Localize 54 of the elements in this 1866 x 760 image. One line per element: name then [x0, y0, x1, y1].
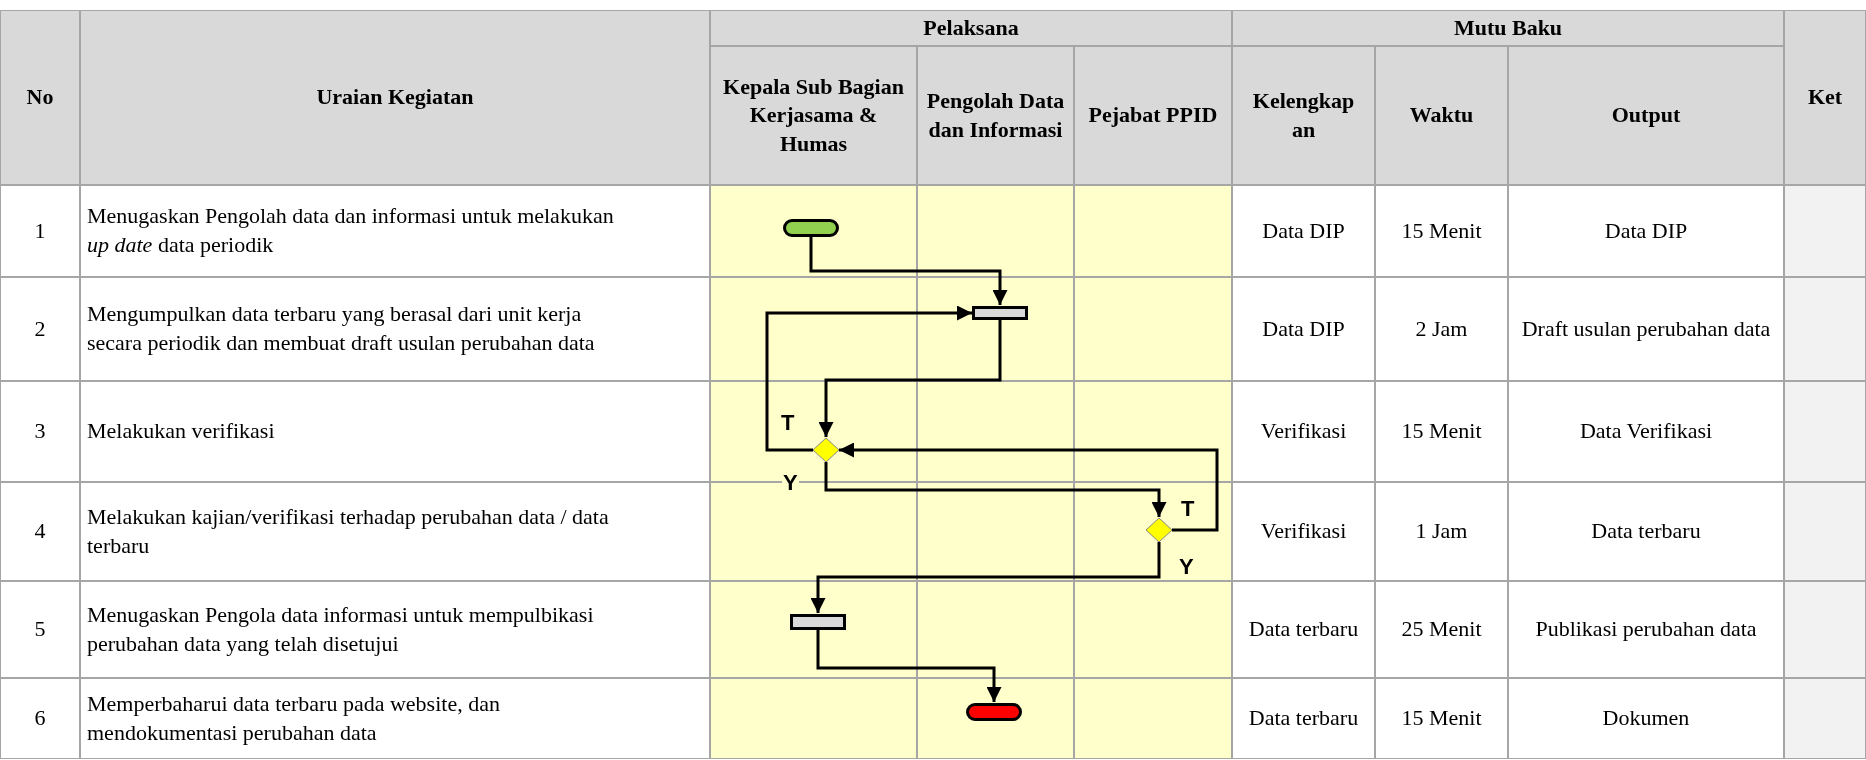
header-cell: Pelaksana	[710, 10, 1232, 46]
table-cell: Data DIP	[1232, 277, 1375, 381]
header-cell: Output	[1508, 46, 1784, 185]
table-cell: 4	[0, 482, 80, 581]
arrow	[839, 442, 1219, 532]
header-cell: Uraian Kegiatan	[80, 10, 710, 185]
decision-diamond	[813, 438, 839, 462]
activity-description: Melakukan verifikasi	[80, 381, 710, 482]
table-cell: 25 Menit	[1375, 581, 1508, 678]
table-cell: 15 Menit	[1375, 185, 1508, 277]
header-cell: Ket	[1784, 10, 1866, 185]
terminator-shape	[783, 219, 839, 237]
activity-description: Menugaskan Pengolah data dan informasi untuk melakukan up date data periodik	[80, 185, 710, 277]
arrow	[765, 305, 972, 452]
table-cell: Data terbaru	[1232, 678, 1375, 759]
terminator-shape	[966, 703, 1022, 721]
arrow	[816, 630, 1002, 702]
activity-description: Memperbaharui data terbaru pada website, dan mendokumentasi perubahan data	[80, 678, 710, 759]
decision-diamond	[1146, 518, 1172, 542]
header-cell: No	[0, 10, 80, 185]
activity-description: Menugaskan Pengola data informasi untuk mempulbikasi perubahan data yang telah disetujui	[80, 581, 710, 678]
process-box	[790, 614, 846, 630]
table-cell: 15 Menit	[1375, 678, 1508, 759]
header-cell: Mutu Baku	[1232, 10, 1784, 46]
header-cell: Kelengkapan	[1232, 46, 1375, 185]
table-cell: Data terbaru	[1232, 581, 1375, 678]
header-cell: Kepala Sub Bagian Kerjasama & Humas	[710, 46, 917, 185]
activity-description: Mengumpulkan data terbaru yang berasal dari unit kerja secara periodik dan membuat draft usulan perubahan data	[80, 277, 710, 381]
table-cell: Data terbaru	[1508, 482, 1784, 581]
table-cell: Publikasi perubahan data	[1508, 581, 1784, 678]
arrow	[818, 320, 1002, 437]
table-cell: 1	[0, 185, 80, 277]
table-cell: Verifikasi	[1232, 381, 1375, 482]
table-cell: 2	[0, 277, 80, 381]
table-cell: Draft usulan perubahan data	[1508, 277, 1784, 381]
table-cell: Data Verifikasi	[1508, 381, 1784, 482]
table-cell: 2 Jam	[1375, 277, 1508, 381]
table-cell: 15 Menit	[1375, 381, 1508, 482]
header-cell: Waktu	[1375, 46, 1508, 185]
table-cell: Data DIP	[1232, 185, 1375, 277]
arrow	[810, 542, 1161, 613]
arrow	[809, 237, 1008, 305]
table-cell: 3	[0, 381, 80, 482]
table-cell: 1 Jam	[1375, 482, 1508, 581]
table-cell: 6	[0, 678, 80, 759]
activity-description: Melakukan kajian/verifikasi terhadap perubahan data / data terbaru	[80, 482, 710, 581]
header-cell: Pejabat PPID	[1074, 46, 1232, 185]
arrow	[824, 462, 1167, 517]
table-cell: Verifikasi	[1232, 482, 1375, 581]
header-cell: Pengolah Data dan Informasi	[917, 46, 1074, 185]
process-box	[972, 306, 1028, 320]
table-cell: 5	[0, 581, 80, 678]
table-cell: Data DIP	[1508, 185, 1784, 277]
table-cell: Dokumen	[1508, 678, 1784, 759]
